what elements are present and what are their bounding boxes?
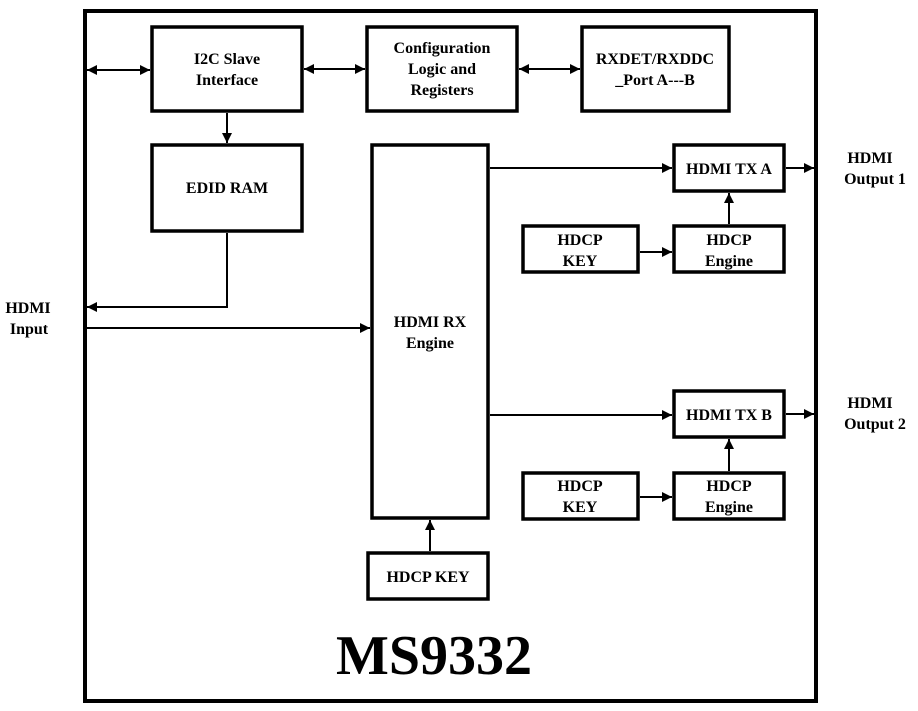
hdcp-engine-a-label-2: Engine — [705, 253, 753, 270]
hdmi-tx-a-block: HDMI TX A — [672, 143, 786, 193]
hdcp-key-a-block: HDCP KEY — [521, 224, 640, 274]
hdmi-rx-engine-block: HDMI RX Engine — [370, 143, 490, 520]
edid-label: EDID RAM — [186, 180, 268, 197]
i2c-label-1: I2C Slave — [194, 51, 260, 68]
hdcp-engine-b-label-2: Engine — [705, 499, 753, 516]
output1-label-1: HDMI — [847, 150, 892, 167]
config-label-2: Logic and — [408, 61, 476, 78]
hdmi-tx-b-block: HDMI TX B — [672, 389, 786, 439]
hdcp-key-a-label-1: HDCP — [557, 232, 603, 249]
hdcp-engine-a-label-1: HDCP — [706, 232, 752, 249]
edid-to-input-arrow — [87, 233, 228, 312]
rxdet-label-2: _Port A---B — [614, 72, 695, 89]
output1-label-2: Output 1 — [844, 171, 906, 188]
hdcp-engine-b-label-1: HDCP — [706, 478, 752, 495]
chip-name-title: MS9332 — [336, 625, 532, 687]
tx-a-label: HDMI TX A — [686, 161, 772, 178]
hdcp-key-a-label-2: KEY — [563, 253, 598, 270]
i2c-label-2: Interface — [196, 72, 258, 89]
rxdet-rxddc-block: RXDET/RXDDC _Port A---B — [580, 25, 731, 113]
hdcp-engine-b-block: HDCP Engine — [672, 471, 786, 521]
hdcp-key-b-label-1: HDCP — [557, 478, 603, 495]
output2-label-2: Output 2 — [844, 416, 906, 433]
config-label-3: Registers — [410, 82, 473, 99]
rx-hdcp-key-block: HDCP KEY — [366, 551, 490, 601]
config-label-1: Configuration — [394, 40, 491, 57]
hdcp-key-b-block: HDCP KEY — [521, 471, 640, 521]
edid-ram-block: EDID RAM — [150, 143, 304, 233]
input-label-1: HDMI — [5, 300, 50, 317]
rx-engine-label-1: HDMI RX — [394, 314, 467, 331]
hdcp-key-b-label-2: KEY — [563, 499, 598, 516]
input-label-2: Input — [10, 321, 49, 338]
configuration-logic-block: Configuration Logic and Registers — [365, 25, 519, 113]
chip-boundary — [83, 9, 818, 703]
hdmi-output2-port-label: HDMI Output 2 — [844, 395, 906, 433]
rxdet-label-1: RXDET/RXDDC — [596, 51, 714, 68]
hdcp-engine-a-block: HDCP Engine — [672, 224, 786, 274]
rx-engine-label-2: Engine — [406, 335, 454, 352]
output2-label-1: HDMI — [847, 395, 892, 412]
hdmi-output1-port-label: HDMI Output 1 — [844, 150, 906, 188]
tx-b-label: HDMI TX B — [686, 407, 772, 424]
rx-hdcp-key-label: HDCP KEY — [386, 569, 470, 586]
hdmi-input-port-label: HDMI Input — [5, 300, 50, 338]
i2c-slave-interface-block: I2C Slave Interface — [150, 25, 304, 113]
